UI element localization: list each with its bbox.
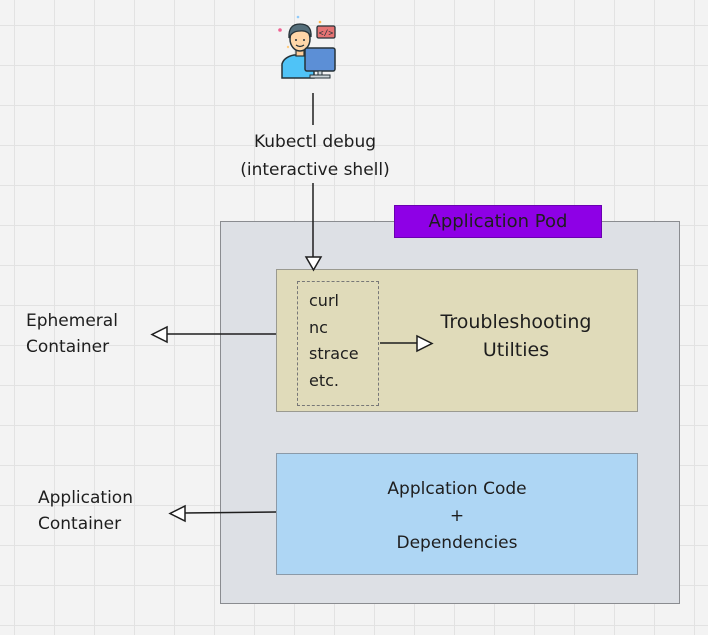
developer-at-computer-icon: </> (278, 15, 336, 79)
tool-strace: strace (309, 344, 359, 363)
application-code-line: Applcation Code (387, 479, 527, 499)
application-line: Application (38, 488, 133, 508)
arrowhead-left-ephemeral (150, 325, 168, 344)
arrowhead-right (416, 334, 434, 353)
arrowhead-left-application (168, 504, 186, 523)
application-container-box[interactable] (276, 453, 638, 575)
container-line: Container (38, 514, 122, 534)
application-container-label: Application Container (38, 485, 133, 537)
kubectl-debug-label: Kubectl debug (interactive shell) (220, 128, 410, 184)
tool-curl: curl (309, 291, 339, 310)
interactive-shell-line: (interactive shell) (240, 160, 390, 180)
connector-application-to-label (183, 511, 277, 514)
ephemeral-container-box[interactable] (276, 269, 638, 412)
tool-etc: etc. (309, 370, 339, 390)
tools-dashed-group (297, 281, 379, 406)
ephemeral-line: Ephemeral (26, 311, 118, 331)
troubleshooting-utilities-label: Troubleshooting Utilties (416, 308, 616, 364)
tools-list: curl nc strace etc. (309, 288, 359, 394)
ephemeral-container-label: Ephemeral Container (26, 308, 118, 360)
tool-nc: nc (309, 317, 328, 337)
troubleshooting-line: Troubleshooting (440, 311, 592, 333)
dependencies-line: Dependencies (396, 533, 518, 553)
application-code-label: Applcation Code + Dependencies (276, 476, 638, 557)
plus-line: + (449, 506, 465, 526)
arrowhead-down (304, 256, 323, 272)
utilities-line: Utilties (482, 339, 550, 361)
application-pod-title: Application Pod (394, 205, 602, 238)
kubectl-debug-line: Kubectl debug (253, 132, 377, 152)
svg-text:</>: </> (319, 29, 334, 38)
container-line: Container (26, 337, 110, 357)
